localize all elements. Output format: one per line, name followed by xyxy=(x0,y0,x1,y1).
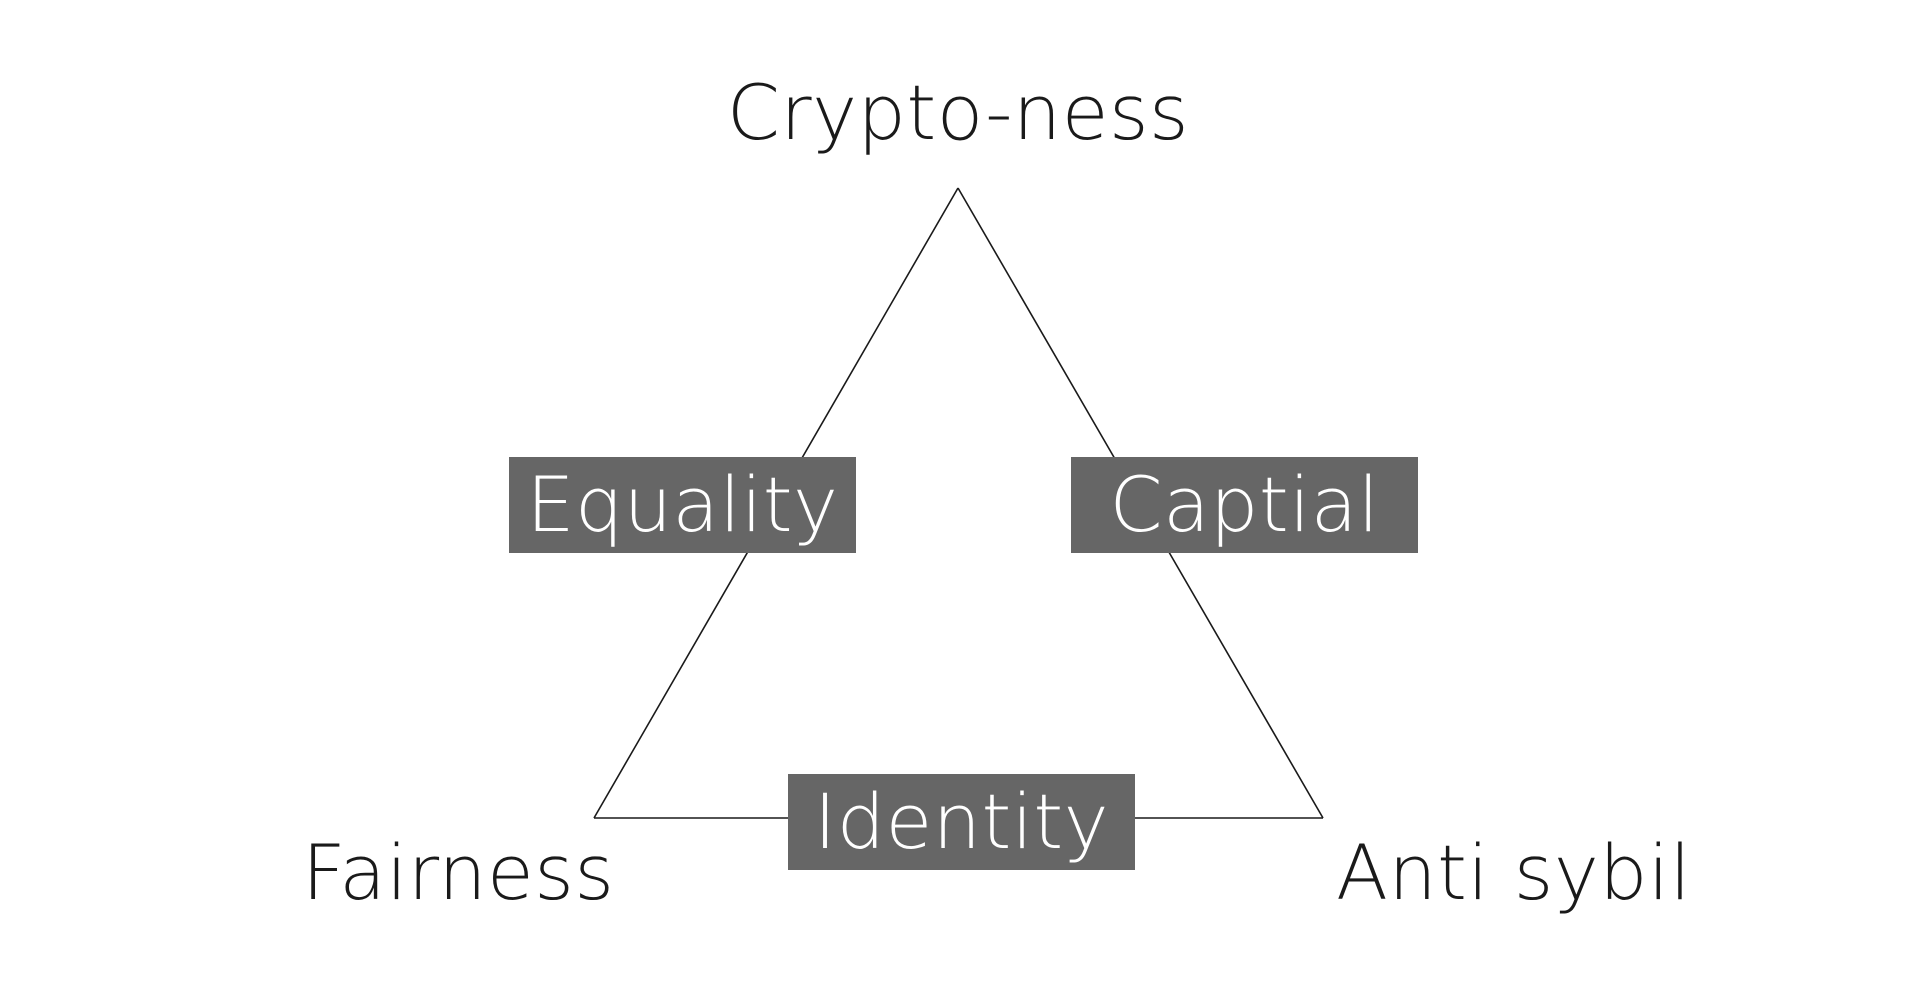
vertex-label-bottom-left: Fairness xyxy=(302,828,615,917)
vertex-label-top: Crypto-ness xyxy=(726,68,1190,157)
vertex-label-bottom-right: Anti sybil xyxy=(1336,828,1692,917)
edge-label-right: Captial xyxy=(1071,457,1418,553)
edge-label-left: Equality xyxy=(509,457,856,553)
edge-label-bottom: Identity xyxy=(788,774,1135,870)
